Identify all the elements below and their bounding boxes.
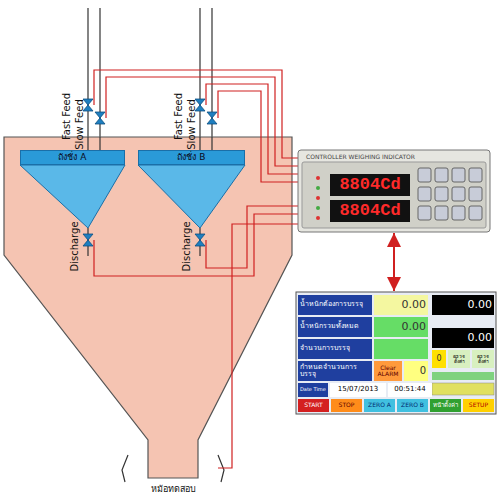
valves xyxy=(83,99,217,246)
key-button xyxy=(418,206,431,220)
weight-display: 0.00 xyxy=(432,295,494,315)
key-button xyxy=(452,168,465,182)
time-value: 00:51:44 xyxy=(388,383,432,397)
valve-label: Discharge xyxy=(181,221,192,271)
led-display: 8804Cd xyxy=(330,200,410,222)
feed-pipe xyxy=(211,137,212,150)
indicator-housing xyxy=(298,150,490,232)
stop-button: STOP xyxy=(331,399,362,412)
value-field: 0.00 xyxy=(374,295,428,315)
signal-wire xyxy=(218,91,298,182)
start-button: START xyxy=(298,399,329,412)
status-led xyxy=(316,196,320,200)
weigh-hopper-cone xyxy=(20,165,125,228)
value-field xyxy=(374,339,428,359)
valve-label: Discharge xyxy=(69,221,80,271)
weigh-hopper: ถังชั่ง B xyxy=(138,150,245,165)
status-bar xyxy=(432,372,494,380)
hopper-name: ถังชั่ง B xyxy=(138,150,245,165)
status-led xyxy=(316,186,320,190)
setting-button: ตรวจ ตั้งค่า xyxy=(472,350,494,368)
pot-side xyxy=(122,455,128,482)
led-display: 8804Cd xyxy=(330,174,410,196)
setup-button: SETUP xyxy=(463,399,494,412)
alarm-button: Clear ALARM xyxy=(374,361,402,381)
hmi-panel: น้ำหนักต้องการบรรจุ0.00น้ำหนักรวมทั้งหมด… xyxy=(296,292,496,414)
key-button xyxy=(452,206,465,220)
weigh-hopper: ถังชั่ง A xyxy=(20,150,125,165)
value-field: 0.00 xyxy=(374,317,428,337)
signal-wire xyxy=(206,206,298,268)
status-bar xyxy=(432,383,494,395)
signal-wire xyxy=(94,214,298,276)
feed-pipe xyxy=(99,8,100,150)
key-button xyxy=(418,187,431,201)
valve-symbol xyxy=(95,112,105,124)
setting-button: ตรวจ ตั้งค่า xyxy=(448,350,470,368)
field-label: จำนวนการบรรจุ xyxy=(298,339,372,359)
key-button xyxy=(469,187,482,201)
key-button xyxy=(469,206,482,220)
test-pot xyxy=(122,455,224,482)
feed-pipe xyxy=(211,8,212,150)
valve-label: Slow Feed xyxy=(186,99,197,149)
keypad xyxy=(418,168,482,220)
key-button xyxy=(435,168,448,182)
weigh-hopper-cone xyxy=(138,165,245,228)
hmi-body xyxy=(296,292,496,414)
part-label: หม้อทดสอบ xyxy=(151,484,196,495)
signal-wire xyxy=(218,224,298,468)
valve-label: Slow Feed xyxy=(74,99,85,149)
hmi-screen xyxy=(296,292,496,414)
date-value: 15/07/2013 xyxy=(330,383,386,397)
key-button xyxy=(435,187,448,201)
valve-symbol xyxy=(83,234,93,246)
setup-page-button: หน้าตั้งค่า xyxy=(430,399,461,412)
valve-label: Fast Feed xyxy=(173,92,184,139)
key-button xyxy=(469,168,482,182)
status-led xyxy=(316,206,320,210)
status-leds xyxy=(316,176,320,220)
zero-button: ZERO A xyxy=(364,399,395,412)
key-button xyxy=(452,187,465,201)
field-label: กำหนดจำนวนการบรรจุ xyxy=(298,361,372,381)
main-hopper xyxy=(4,137,292,478)
field-label: น้ำหนักรวมทั้งหมด xyxy=(298,317,372,337)
feed-pipe xyxy=(199,137,200,150)
feed-pipe xyxy=(99,137,100,150)
feed-pipe xyxy=(199,8,200,150)
zero-button: ZERO B xyxy=(397,399,428,412)
key-button xyxy=(435,206,448,220)
signal-wire xyxy=(106,77,298,166)
status-led xyxy=(316,216,320,220)
indicator-face xyxy=(302,162,486,228)
date-label: Date Time xyxy=(298,383,328,397)
field-label: น้ำหนักต้องการบรรจุ xyxy=(298,295,372,315)
signal-wires xyxy=(94,70,298,468)
hopper-name: ถังชั่ง A xyxy=(20,150,125,165)
counter: 0 xyxy=(432,350,446,368)
indicator-body xyxy=(298,150,490,232)
valve-symbol xyxy=(195,234,205,246)
feed-pipe xyxy=(87,8,88,150)
signal-connector xyxy=(393,233,395,291)
key-button xyxy=(418,168,431,182)
valve-symbol xyxy=(207,112,217,124)
valve-label: Fast Feed xyxy=(61,92,72,139)
feed-pipe xyxy=(87,137,88,150)
device-name: CONTROLLER WEIGHING INDICATOR xyxy=(304,152,484,162)
value-field: 0 xyxy=(404,361,428,381)
weight-display: 0.00 xyxy=(432,328,494,348)
weighing-indicator: CONTROLLER WEIGHING INDICATOR 8804Cd 8804C… xyxy=(298,150,490,232)
status-led xyxy=(316,176,320,180)
